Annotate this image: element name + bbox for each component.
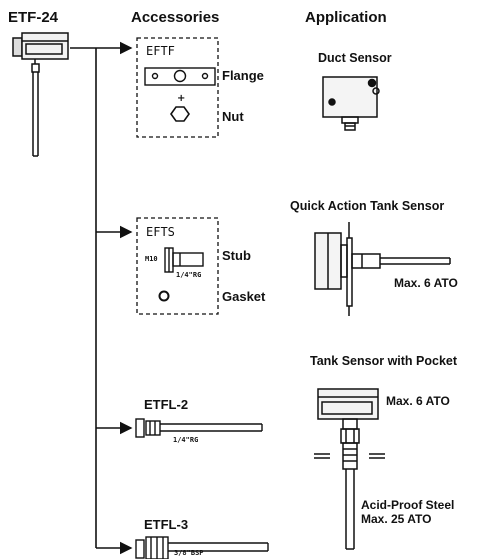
duct-sensor-title: Duct Sensor — [318, 51, 392, 65]
pocket-material-line1: Acid-Proof Steel — [361, 498, 455, 512]
efts-box — [136, 217, 219, 315]
nut-label: Nut — [222, 109, 244, 124]
etfl3-pocket-drawing — [135, 536, 269, 559]
plus-sign: + — [177, 93, 185, 104]
m10-thread-label: M10 — [145, 255, 158, 263]
pocket-tank-sensor-drawing — [314, 388, 385, 550]
application-heading: Application — [305, 9, 387, 26]
etfl2-pocket-drawing — [135, 418, 263, 438]
etff-box — [136, 37, 219, 138]
flange-label: Flange — [222, 68, 264, 83]
pocket-tank-sensor-title: Tank Sensor with Pocket — [310, 354, 458, 368]
efts-title: EFTS — [146, 225, 175, 239]
etfl2-thread-label: 1/4"RG — [173, 436, 199, 444]
accessories-heading: Accessories — [131, 9, 220, 26]
product-title: ETF-24 — [8, 9, 59, 26]
pocket-tank-pressure-note: Max. 6 ATO — [386, 394, 450, 408]
duct-sensor-drawing — [322, 76, 380, 131]
stub-label: Stub — [222, 248, 251, 263]
pocket-material-line2: Max. 25 ATO — [361, 512, 432, 526]
efts-thread-label: 1/4"RG — [176, 271, 202, 279]
etff-title: EFTF — [146, 44, 175, 58]
etf24-sensor-drawing — [12, 32, 69, 157]
etfl3-thread-label: 3/8"BSP — [174, 549, 204, 557]
etfl2-label: ETFL-2 — [144, 397, 189, 412]
flange-drawing — [144, 67, 216, 86]
gasket-label: Gasket — [222, 289, 266, 304]
stub-drawing — [164, 247, 204, 273]
etfl3-label: ETFL-3 — [144, 517, 189, 532]
nut-drawing — [170, 106, 190, 122]
gasket-drawing — [158, 290, 170, 302]
connector-lines — [70, 41, 133, 555]
quick-tank-sensor-title: Quick Action Tank Sensor — [290, 199, 445, 213]
quick-tank-pressure-note: Max. 6 ATO — [394, 276, 458, 290]
quick-tank-sensor-drawing — [314, 222, 451, 316]
